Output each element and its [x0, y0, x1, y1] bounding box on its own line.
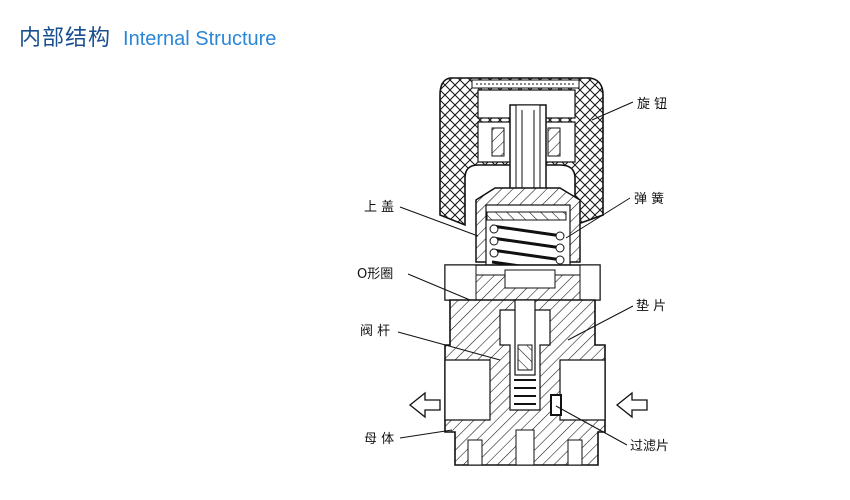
filter-disc — [550, 394, 562, 416]
label-upper-cover: 上 盖 — [364, 200, 394, 215]
inlet-arrow-icon — [615, 391, 648, 419]
outlet-arrow-icon — [408, 391, 441, 419]
body-housing — [444, 264, 601, 301]
label-filter: 过滤片 — [630, 439, 669, 454]
page-header: 内部结构 Internal Structure — [19, 20, 277, 51]
page-title: 内部结构 — [19, 26, 112, 51]
spring — [486, 211, 567, 274]
page-subtitle: Internal Structure — [123, 28, 277, 50]
label-o-ring: O形圈 — [357, 267, 393, 282]
main-body — [444, 299, 606, 466]
label-knob: 旋 钮 — [637, 97, 667, 112]
label-spring: 弹 簧 — [634, 191, 664, 207]
label-valve-stem: 阀 杆 — [360, 324, 390, 339]
leader-lines — [397, 101, 634, 446]
valve-stem — [514, 299, 536, 405]
label-gasket: 垫 片 — [636, 298, 666, 314]
adjusting-screw — [509, 104, 547, 196]
label-body: 母 体 — [364, 432, 394, 447]
